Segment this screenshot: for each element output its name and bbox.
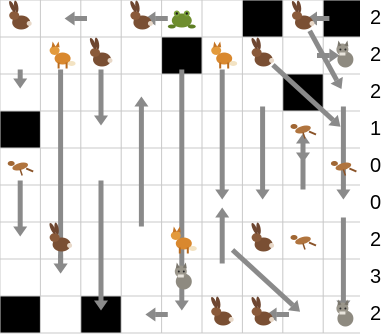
black-cell: [0, 111, 40, 148]
grid-cell[interactable]: [81, 148, 121, 185]
row-count: 0: [370, 156, 381, 176]
grid-cell[interactable]: [40, 296, 80, 333]
grid-cell[interactable]: [202, 0, 242, 37]
black-cell: [242, 0, 282, 37]
game-board: [0, 0, 360, 336]
row-count: 1: [370, 119, 381, 139]
row-count: 2: [370, 230, 381, 250]
grid-cell[interactable]: [121, 37, 161, 74]
row-count: 2: [370, 45, 381, 65]
row-count: 2: [370, 304, 381, 324]
row-count: 2: [370, 8, 381, 28]
grid-cell[interactable]: [121, 259, 161, 296]
grid-cell[interactable]: [0, 259, 40, 296]
grid-cell[interactable]: [202, 259, 242, 296]
black-cell: [162, 37, 202, 74]
black-cell: [0, 296, 40, 333]
row-count: 0: [370, 193, 381, 213]
grid-cell[interactable]: [283, 259, 323, 296]
grid-cell[interactable]: [283, 185, 323, 222]
grid-cell[interactable]: [0, 37, 40, 74]
grid-cell[interactable]: [242, 74, 282, 111]
row-count: 3: [370, 267, 381, 287]
grid-cell[interactable]: [121, 222, 161, 259]
row-count: 2: [370, 82, 381, 102]
